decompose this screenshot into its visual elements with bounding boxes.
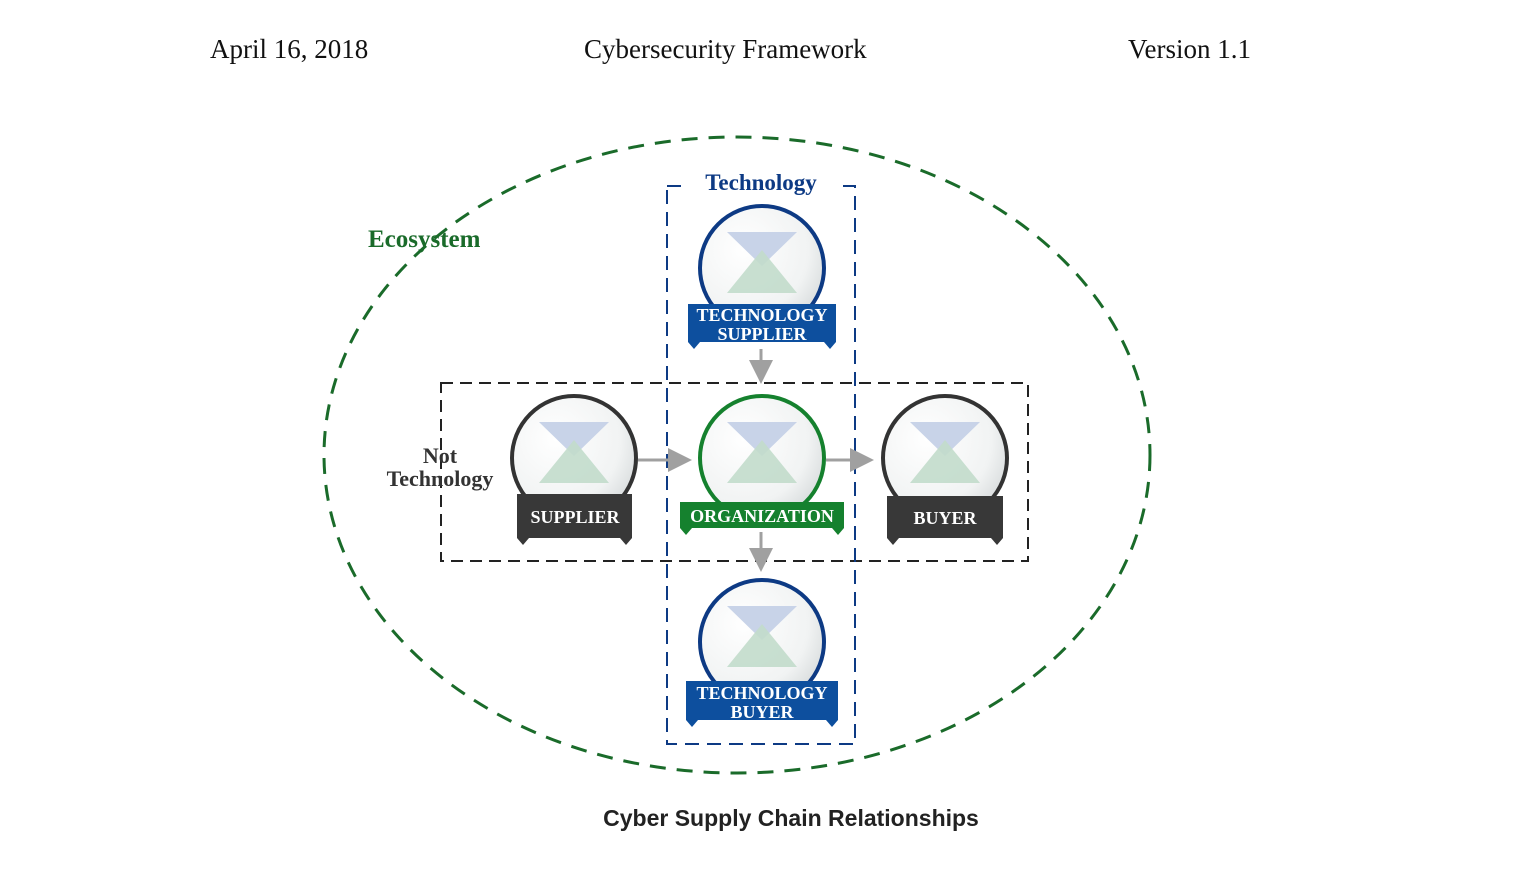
node-technology-buyer: TECHNOLOGY BUYER: [686, 578, 838, 727]
node-buyer-label: BUYER: [913, 508, 977, 528]
node-organization: ORGANIZATION: [680, 394, 844, 535]
figure-caption: Cyber Supply Chain Relationships: [603, 805, 979, 831]
not-technology-label-line1: Not: [423, 443, 458, 468]
ecosystem-label: Ecosystem: [368, 226, 481, 253]
not-technology-boundary: [440, 382, 1029, 562]
header-date: April 16, 2018: [210, 34, 369, 64]
not-technology-label-line2: Technology: [387, 466, 494, 491]
header-version: Version 1.1: [1128, 34, 1251, 64]
node-supplier: SUPPLIER: [510, 394, 638, 545]
node-technology-supplier-label-line2: SUPPLIER: [717, 324, 807, 344]
node-supplier-label: SUPPLIER: [530, 507, 620, 527]
node-technology-supplier: TECHNOLOGY SUPPLIER: [688, 204, 836, 349]
node-technology-buyer-label-line2: BUYER: [730, 702, 794, 722]
ecosystem-boundary: [322, 135, 1152, 775]
node-technology-buyer-label-line1: TECHNOLOGY: [696, 683, 827, 703]
node-technology-supplier-label-line1: TECHNOLOGY: [696, 305, 827, 325]
technology-label: Technology: [705, 170, 817, 195]
node-organization-label: ORGANIZATION: [690, 506, 834, 526]
header-title: Cybersecurity Framework: [584, 34, 867, 64]
node-buyer: BUYER: [881, 394, 1009, 545]
